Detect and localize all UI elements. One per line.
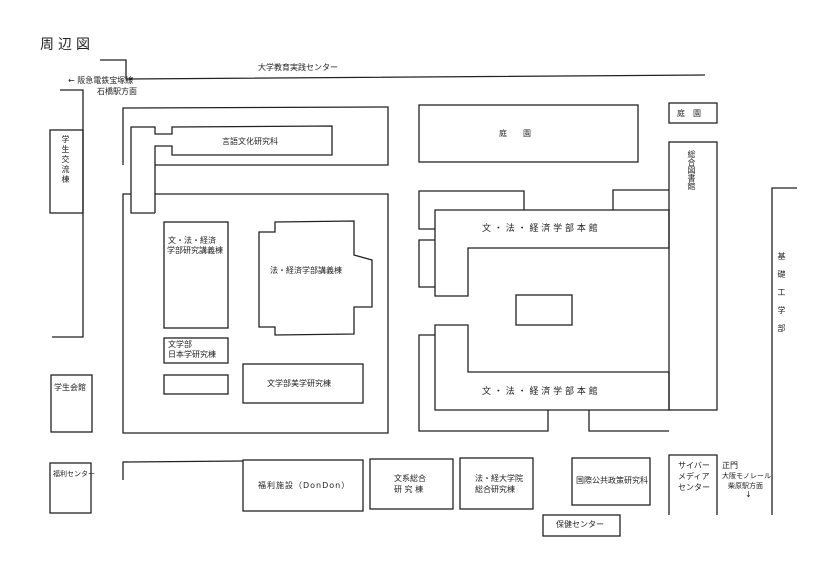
health-center[interactable] <box>542 514 621 537</box>
welfare-center[interactable] <box>49 462 92 514</box>
label-dondon: 福利施設（DonDon） <box>258 481 351 490</box>
label-lit-japanese-2: 日本学研究棟 <box>168 350 216 359</box>
label-lit-law-econ-1: 文・法・経済 <box>168 236 216 245</box>
main-block-outline <box>122 193 389 434</box>
label-main-building-upper: 文 ・ 法 ・ 経 済 学 部 本 館 <box>482 224 598 234</box>
label-cybermedia-3: センター <box>678 483 710 492</box>
label-main-gate-2: 大阪モノレール <box>722 472 771 480</box>
courtyard-box <box>515 294 573 326</box>
label-language-culture: 言語文化研究科 <box>222 137 278 146</box>
arrow-down-icon: ↓ <box>745 490 752 499</box>
grad-research-building[interactable] <box>459 457 534 510</box>
label-cybermedia-2: メディア <box>678 472 710 481</box>
label-lit-japanese-1: 文学部 <box>168 340 192 349</box>
unnamed-building <box>163 374 229 395</box>
main-building-lower[interactable] <box>434 324 670 411</box>
north-block-outline <box>122 106 389 166</box>
label-welfare-center: 福利センター <box>53 470 95 478</box>
student-exchange-building[interactable] <box>49 129 84 214</box>
label-humanities-1: 文系総合 <box>394 474 426 483</box>
label-lit-law-econ-2: 学部研究講義棟 <box>167 246 223 255</box>
annex-nw <box>418 190 525 230</box>
label-health-center: 保健センター <box>556 520 604 529</box>
cybermedia-center[interactable] <box>668 454 718 515</box>
label-engineering-science: 基礎工学部 <box>777 252 786 342</box>
annex-s <box>588 410 669 432</box>
label-humanities-2: 研 究 棟 <box>394 485 424 494</box>
label-grad-research-1: 法・経大学院 <box>475 474 523 483</box>
annex-sw <box>418 334 549 432</box>
bottom-block-outline <box>122 460 244 480</box>
label-student-hall: 学生会館 <box>54 383 86 392</box>
engineering-science-outline <box>771 187 797 515</box>
label-lit-aesthetics: 文学部美学研究棟 <box>267 379 331 388</box>
label-garden-small: 庭 園 <box>677 109 701 118</box>
label-library: 総合図書館 <box>687 150 696 190</box>
label-law-econ-lecture: 法・経済学部講義棟 <box>270 266 342 275</box>
annex-ne <box>612 189 669 210</box>
label-student-exchange: 学生交流棟 <box>61 135 70 185</box>
student-hall[interactable] <box>50 374 93 433</box>
lit-law-econ-research-building[interactable] <box>163 221 229 329</box>
main-building-upper[interactable] <box>434 209 670 297</box>
label-main-gate-1: 正門 <box>722 461 738 470</box>
annex-w <box>418 239 435 288</box>
osipp-building[interactable] <box>571 457 651 506</box>
label-main-building-lower: 文 ・ 法 ・ 経 済 学 部 本 館 <box>482 387 598 397</box>
garden-small <box>668 102 718 124</box>
label-garden-large: 庭 園 <box>499 129 531 138</box>
label-ishibashi: 石橋駅方面 <box>97 87 137 96</box>
road-north <box>100 59 706 80</box>
label-education-center: 大学教育実践センター <box>258 63 338 72</box>
dondon-building[interactable] <box>242 459 364 512</box>
label-main-gate-3: 柴原駅方面 <box>728 482 763 490</box>
lit-aesthetics-building[interactable] <box>242 363 364 404</box>
label-grad-research-2: 総合研究棟 <box>475 485 515 494</box>
garden-large <box>418 104 639 163</box>
library[interactable] <box>668 141 718 411</box>
label-cybermedia-1: サイバー <box>678 461 710 470</box>
label-osipp: 国際公共政策研究科 <box>576 476 648 485</box>
tower-outline <box>130 125 333 214</box>
lit-japanese-building[interactable] <box>163 337 229 364</box>
label-hankyu-line: ← 阪急電鉄宝塚線 <box>68 76 134 85</box>
humanities-research-building[interactable] <box>369 458 454 510</box>
map-title: 周辺図 <box>40 37 94 53</box>
law-econ-lecture-building[interactable] <box>258 220 373 336</box>
